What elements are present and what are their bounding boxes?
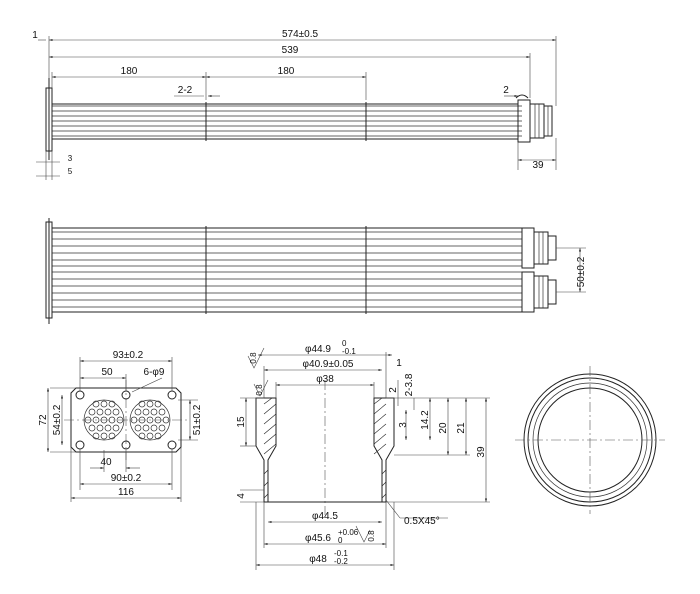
hatch-right: [373, 397, 387, 499]
dim-3-section: 3: [398, 422, 409, 428]
dim-93: 93±0.2: [113, 350, 144, 361]
dim-15: 15: [236, 416, 247, 428]
chamfer-label: 0.5X45°: [404, 516, 440, 527]
flange-outline: [70, 387, 182, 453]
dim-5-flange: 5: [68, 167, 73, 176]
dim-d-45-6-tol-lower: 0: [338, 536, 343, 545]
bolt-hole-3: [167, 390, 177, 400]
dim-39-section: 39: [476, 446, 487, 458]
dim-180-right: 180: [278, 66, 295, 77]
roughness-2: 0.8: [255, 384, 264, 396]
bolt-hole-4: [75, 440, 85, 450]
dim-d-40-9: φ40.9±0.05: [303, 359, 354, 370]
dim-d-45-6-tol-upper: +0.06: [338, 528, 359, 537]
dim-180-left: 180: [121, 66, 138, 77]
tube-bundle: [52, 103, 522, 140]
dim-2-end: 2: [503, 85, 509, 96]
dim-2-3-8: 2-3.8: [404, 373, 415, 396]
roughness-1: 0.8: [249, 352, 258, 364]
dim-20: 20: [438, 422, 449, 434]
bolt-hole-6: [167, 440, 177, 450]
dim-6-holes: 6-φ9: [144, 367, 165, 378]
dim-d-45-6: φ45.6: [305, 533, 331, 544]
fitting-lower: [521, 271, 557, 313]
dim-72: 72: [38, 414, 49, 426]
dim-d-38: φ38: [316, 374, 334, 385]
dim-51: 51±0.2: [192, 404, 203, 435]
flange-view: 93±0.2 50 6-φ9 72 54±0.2 51±0.2 40 90±0.…: [38, 350, 203, 502]
dim-d-44-9-tol-upper: 0: [342, 339, 347, 348]
dim-50: 50: [101, 367, 113, 378]
section-right-wall: [373, 397, 395, 503]
bolt-hole-1: [75, 390, 85, 400]
dim-116: 116: [118, 487, 134, 498]
dim-539: 539: [282, 45, 299, 56]
bolt-hole-5: [121, 440, 131, 450]
dim-90: 90±0.2: [111, 473, 142, 484]
dim-d-44-9-tol-lower: -0.1: [342, 347, 356, 356]
dim-39-end: 39: [532, 160, 544, 171]
right-end-fitting: [515, 94, 553, 143]
dim-d-44-9: φ44.9: [305, 344, 331, 355]
dim-54: 54±0.2: [52, 404, 63, 435]
fitting-upper: [521, 227, 557, 269]
section-view: φ44.9 0 -0.1 φ40.9±0.05 φ38 1 2 2-3.8 3 …: [236, 339, 490, 570]
section-left-wall: [255, 397, 277, 503]
dim-574: 574±0.5: [282, 29, 319, 40]
dim-21: 21: [456, 422, 467, 434]
dim-1-section: 1: [396, 358, 402, 369]
dim-d-44-5: φ44.5: [312, 511, 338, 522]
end-view: [515, 366, 665, 514]
tube-pattern-left: [83, 399, 125, 441]
dim-3-flange: 3: [68, 154, 73, 163]
dim-2-2: 2-2: [178, 85, 193, 96]
dim-4: 4: [236, 493, 247, 499]
tube-pattern-right: [129, 399, 171, 441]
dim-1: 1: [32, 30, 38, 41]
hatch-left: [263, 397, 277, 499]
top-view: 50±0.2: [45, 218, 587, 324]
tube-bundle-top: [52, 227, 522, 313]
dim-2-section: 2: [388, 387, 399, 393]
dim-d-48-tol-lower: -0.2: [334, 557, 348, 566]
roughness-3: 0.8: [367, 530, 376, 542]
dim-14-2: 14.2: [420, 410, 431, 430]
dim-d-48: φ48: [309, 554, 327, 565]
dim-50-pitch: 50±0.2: [576, 256, 587, 287]
dim-40: 40: [100, 457, 112, 468]
dim-d-48-tol-upper: -0.1: [334, 549, 348, 558]
side-view: 574±0.5 1 539 180 180 2-2 2 39 3 5: [32, 29, 557, 180]
